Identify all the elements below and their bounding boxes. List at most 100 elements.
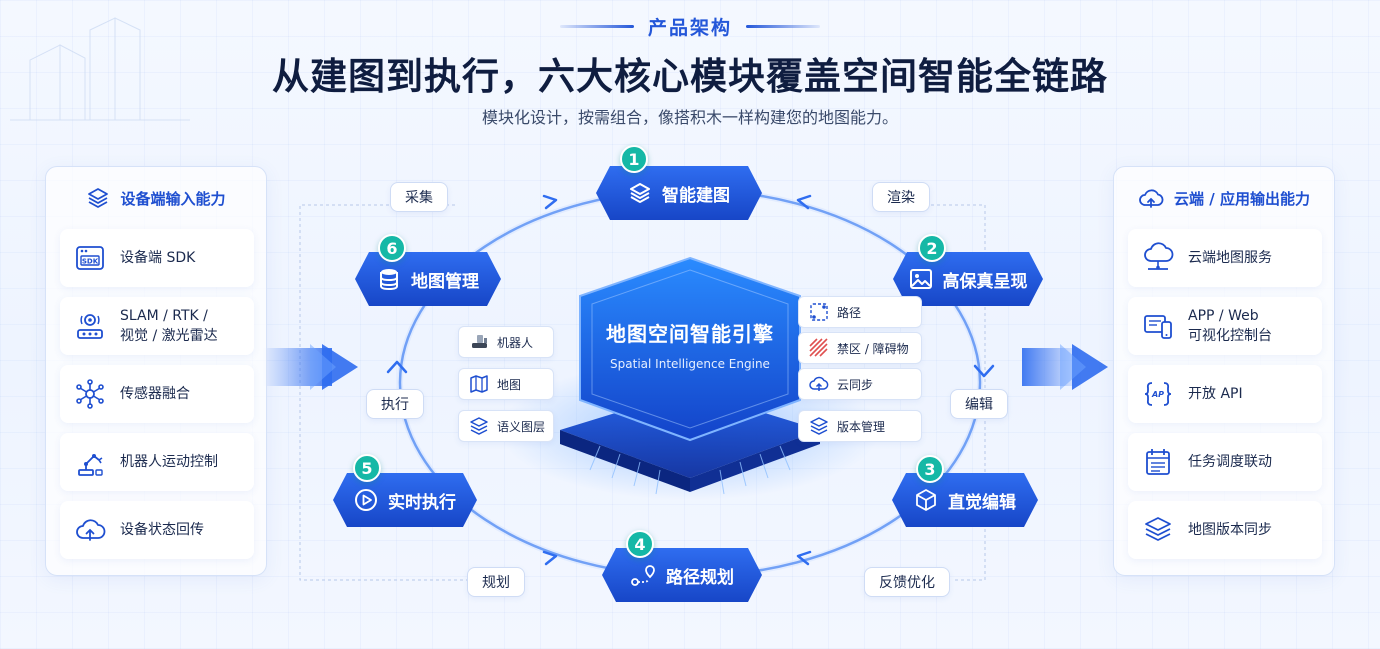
tag-collect: 采集 <box>390 182 448 212</box>
cloud-upload-icon <box>76 519 106 541</box>
chip-label: 机器人 <box>497 335 534 350</box>
chip-semantic-layer: 语义图层 <box>458 410 554 442</box>
eyebrow-text: 产品架构 <box>647 16 732 39</box>
module-number-badge: 6 <box>378 234 406 262</box>
cloud-output-panel-title: 云端 / 应用输出能力 <box>1174 189 1310 208</box>
module-number-badge: 1 <box>620 145 648 173</box>
api-icon: AP <box>1144 382 1172 406</box>
panel-item-task-schedule: 任务调度联动 <box>1128 433 1322 491</box>
database-icon <box>377 267 401 291</box>
robot-vacuum-icon <box>472 335 487 348</box>
module-label: 地图管理 <box>411 271 479 292</box>
cloud-output-panel: 云端 / 应用输出能力 云端地图服务 APP / Web 可视化控制台 AP 开… <box>1113 166 1335 576</box>
panel-item-label: 设备状态回传 <box>120 522 204 538</box>
page-subtitle: 模块化设计，按需组合，像搭积木一样构建您的地图能力。 <box>481 108 898 127</box>
layers-icon <box>470 417 488 435</box>
eyebrow-line-right <box>746 24 820 28</box>
section-eyebrow: 产品架构 <box>540 12 840 40</box>
layers-icon <box>628 181 652 205</box>
panel-item-label: 地图版本同步 <box>1188 522 1272 538</box>
module-label: 实时执行 <box>388 492 456 513</box>
module-label: 直觉编辑 <box>948 492 1016 513</box>
module-number-badge: 3 <box>916 455 944 483</box>
device-input-panel-header: 设备端输入能力 <box>46 183 266 213</box>
play-icon <box>354 488 378 512</box>
module-intuitive-edit[interactable]: 直觉编辑 <box>892 473 1038 527</box>
route-icon <box>630 563 656 587</box>
cube-edit-icon <box>914 488 938 512</box>
device-input-panel-title: 设备端输入能力 <box>120 189 226 208</box>
map-icon <box>470 375 488 393</box>
console-icon <box>1144 315 1172 339</box>
layers-icon <box>1145 517 1171 541</box>
panel-item-label: 机器人运动控制 <box>120 454 218 470</box>
module-label: 路径规划 <box>666 567 734 588</box>
chip-label: 路径 <box>837 305 862 320</box>
panel-item-label: 设备端 SDK <box>120 250 196 266</box>
output-arrow <box>1022 344 1108 390</box>
chip-label: 云同步 <box>837 377 874 392</box>
sensor-scan-icon <box>77 314 103 339</box>
path-icon <box>810 303 828 321</box>
city-decoration <box>10 17 190 121</box>
module-number-badge: 4 <box>626 530 654 558</box>
sdk-icon: SDK <box>76 246 104 270</box>
module-map-management[interactable]: 地图管理 <box>355 252 501 306</box>
layers-icon <box>88 188 109 208</box>
device-input-panel: 设备端输入能力 SDK 设备端 SDK SLAM / RTK / 视觉 / 激光… <box>45 166 267 576</box>
schedule-icon <box>1146 449 1170 475</box>
module-label: 高保真呈现 <box>942 271 1028 292</box>
svg-text:AP: AP <box>1151 390 1164 399</box>
panel-item-slam: SLAM / RTK / 视觉 / 激光雷达 <box>60 297 254 355</box>
tag-plan: 规划 <box>467 567 525 597</box>
fusion-icon <box>76 379 104 409</box>
engine-hexagon <box>579 256 801 442</box>
cloud-sync-icon <box>809 376 829 391</box>
engine-title: 地图空间智能引擎 <box>606 322 774 346</box>
tag-feedback: 反馈优化 <box>864 567 950 597</box>
panel-item-sensor-fusion: 传感器融合 <box>60 365 254 423</box>
panel-item-label: SLAM / RTK / 视觉 / 激光雷达 <box>120 308 218 344</box>
chip-label: 禁区 / 障碍物 <box>837 341 909 356</box>
tag-edit: 编辑 <box>950 389 1008 419</box>
module-number-badge: 5 <box>353 454 381 482</box>
tag-render: 渲染 <box>872 182 930 212</box>
robot-arm-icon <box>78 454 103 476</box>
chip-robot: 机器人 <box>458 326 554 358</box>
module-label: 智能建图 <box>662 185 730 206</box>
image-icon <box>909 267 933 291</box>
chip-label: 语义图层 <box>497 419 546 434</box>
panel-item-robot-motion: 机器人运动控制 <box>60 433 254 491</box>
engine-subtitle: Spatial Intelligence Engine <box>610 357 770 371</box>
chip-cloud-sync: 云同步 <box>798 368 922 400</box>
module-realtime-execute[interactable]: 实时执行 <box>333 473 477 527</box>
chip-label: 地图 <box>497 377 522 392</box>
chip-path: 路径 <box>798 296 922 328</box>
panel-item-device-sdk: SDK 设备端 SDK <box>60 229 254 287</box>
chip-label: 版本管理 <box>837 419 886 434</box>
panel-item-map-version-sync: 地图版本同步 <box>1128 501 1322 559</box>
cloud-upload-icon <box>1139 189 1164 208</box>
panel-item-device-status: 设备状态回传 <box>60 501 254 559</box>
tag-execute: 执行 <box>366 389 424 419</box>
module-number-badge: 2 <box>918 234 946 262</box>
module-smart-mapping[interactable]: 智能建图 <box>596 166 762 220</box>
cloud-output-panel-header: 云端 / 应用输出能力 <box>1114 183 1334 213</box>
chip-version-management: 版本管理 <box>798 410 922 442</box>
panel-item-label: 传感器融合 <box>120 386 190 402</box>
version-icon <box>810 417 828 435</box>
input-arrow <box>262 344 358 390</box>
panel-item-open-api: AP 开放 API <box>1128 365 1322 423</box>
chip-no-go-zone: 禁区 / 障碍物 <box>798 332 922 364</box>
panel-item-label: APP / Web 可视化控制台 <box>1188 308 1272 344</box>
panel-item-label: 开放 API <box>1188 386 1243 402</box>
page-title: 从建图到执行，六大核心模块覆盖空间智能全链路 <box>272 55 1108 98</box>
chip-map: 地图 <box>458 368 554 400</box>
module-path-planning[interactable]: 路径规划 <box>602 548 762 602</box>
hatch-icon <box>809 338 828 357</box>
cloud-service-icon <box>1144 242 1174 270</box>
panel-item-label: 云端地图服务 <box>1188 250 1272 266</box>
svg-text:SDK: SDK <box>82 258 99 266</box>
panel-item-label: 任务调度联动 <box>1188 454 1272 470</box>
panel-item-cloud-map-service: 云端地图服务 <box>1128 229 1322 287</box>
